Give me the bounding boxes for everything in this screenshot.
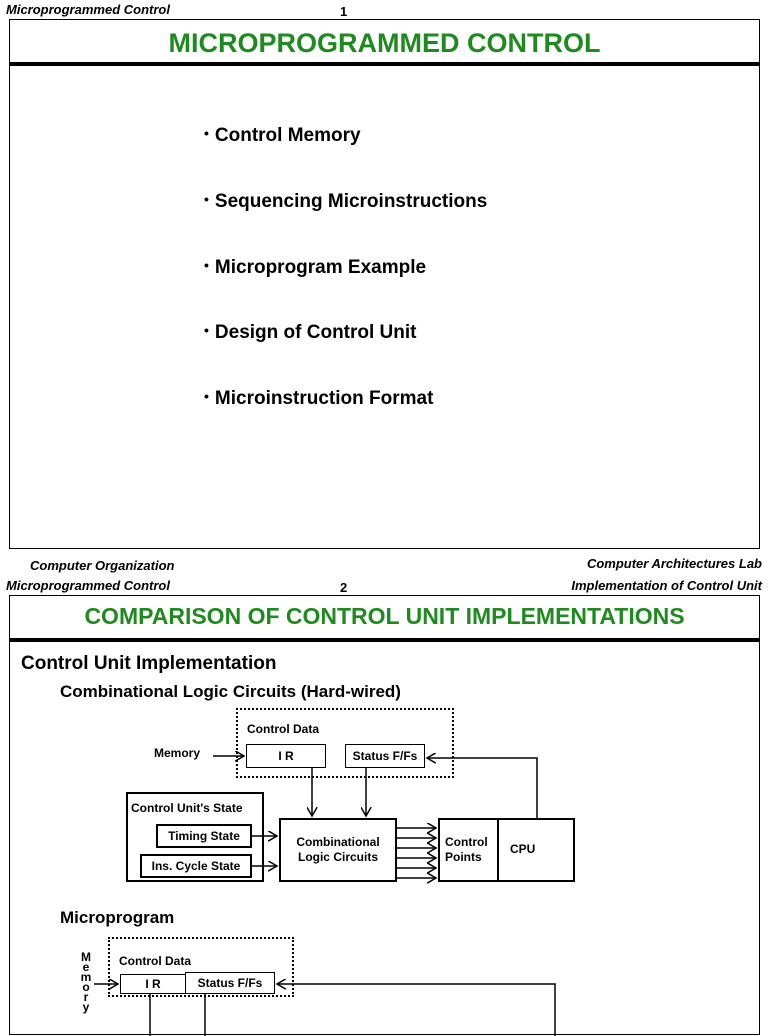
cpu-divider <box>497 819 499 881</box>
status-flip-flops: Status F/Fs <box>185 972 275 994</box>
bullet-text: Microinstruction Format <box>214 388 434 409</box>
bullet-item: • Design of Control Unit <box>204 322 417 344</box>
control-points-label: Control Points <box>445 835 488 864</box>
bullet-item: • Microprogram Example <box>204 257 426 279</box>
control-data-group <box>108 937 294 997</box>
memory-label: Memory <box>154 746 201 760</box>
control-points-cpu-box <box>438 818 575 882</box>
bullet-item: • Control Memory <box>204 125 361 147</box>
memory-letter: r <box>83 990 89 1004</box>
memory-letter: M <box>81 950 91 964</box>
control-unit-state-label: Control Unit's State <box>131 801 243 815</box>
hardwired-subheading: Combinational Logic Circuits (Hard-wired… <box>60 682 401 701</box>
section-heading: Control Unit Implementation <box>21 653 277 674</box>
running-header-right: Implementation of Control Unit <box>571 578 762 593</box>
memory-letter: y <box>82 1000 90 1014</box>
slide-title: COMPARISON OF CONTROL UNIT IMPLEMENTATIO… <box>84 603 685 629</box>
cpu-label: CPU <box>510 842 536 856</box>
bullet-marker: • <box>204 388 209 404</box>
title-rule <box>10 638 759 642</box>
ins-cycle-state-box: Ins. Cycle State <box>140 854 252 878</box>
bullet-text: Design of Control Unit <box>214 322 417 343</box>
footer-left: Computer Organization <box>30 558 175 573</box>
slide-title: MICROPROGRAMMED CONTROL <box>168 28 601 58</box>
bullet-marker: • <box>204 191 209 207</box>
timing-state-box: Timing State <box>156 824 252 848</box>
status-flip-flops: Status F/Fs <box>345 744 425 768</box>
bullet-text: Microprogram Example <box>214 257 427 278</box>
control-data-group <box>236 708 454 778</box>
control-data-label: Control Data <box>119 954 191 968</box>
slide-2: COMPARISON OF CONTROL UNIT IMPLEMENTATIO… <box>9 595 760 1036</box>
bullet-marker: • <box>204 125 209 141</box>
memory-letter: o <box>82 980 90 994</box>
running-header-left: Microprogrammed Control <box>6 578 170 593</box>
footer-right: Computer Architectures Lab <box>586 556 762 571</box>
bullet-item: • Sequencing Microinstructions <box>204 191 487 213</box>
bullet-marker: • <box>204 257 209 273</box>
diagram-wires <box>94 596 556 1036</box>
title-rule <box>10 62 759 66</box>
bullet-text: Sequencing Microinstructions <box>214 191 488 212</box>
combinational-logic-box: Combinational Logic Circuits <box>279 818 397 882</box>
bullet-text: Control Memory <box>214 125 361 146</box>
running-header-left: Microprogrammed Control <box>6 2 170 17</box>
memory-vertical-label: M e m o r y <box>80 950 92 1014</box>
memory-letter: m <box>80 970 92 984</box>
memory-letter: e <box>82 960 90 974</box>
page-number: 2 <box>340 580 348 595</box>
page-number: 1 <box>340 4 348 19</box>
slide-1: MICROPROGRAMMED CONTROL •Control Memory … <box>9 19 760 549</box>
ir-register: I R <box>246 744 326 768</box>
control-data-label: Control Data <box>247 722 319 736</box>
microprogram-subheading: Microprogram <box>60 908 175 927</box>
bullet-item: • Microinstruction Format <box>204 388 433 410</box>
bullet-marker: • <box>204 322 209 338</box>
ir-register: I R <box>120 974 186 994</box>
